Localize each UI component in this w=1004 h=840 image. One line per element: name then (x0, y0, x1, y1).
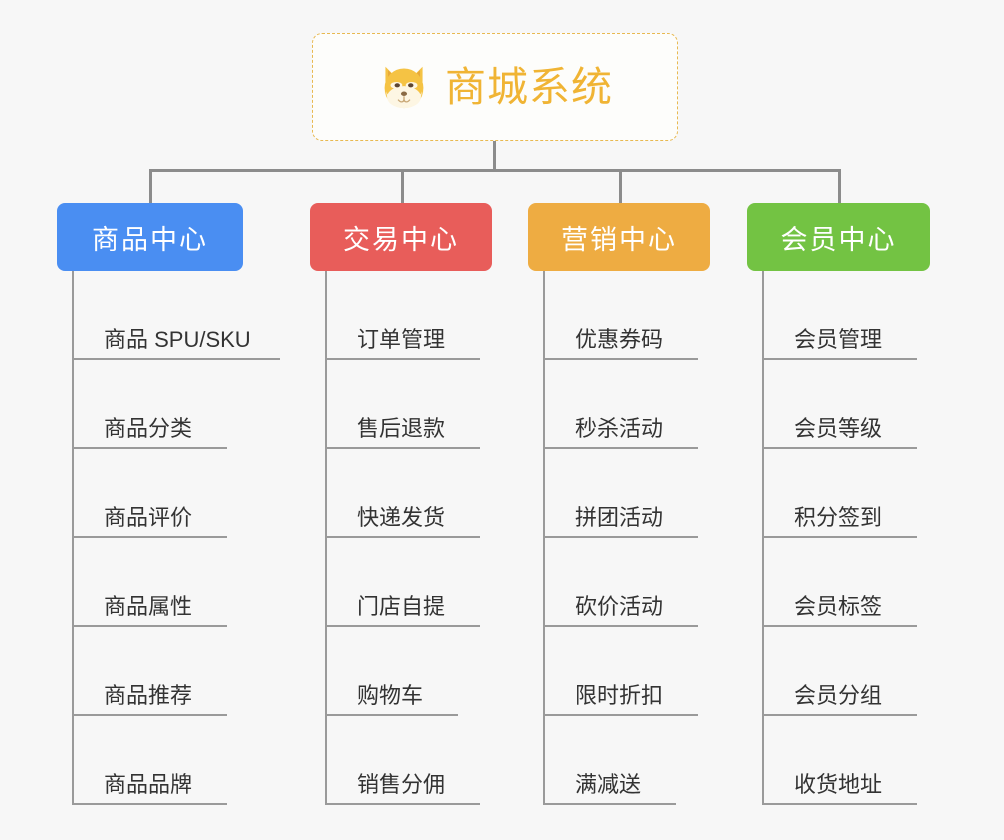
leaf-item[interactable]: 限时折扣 (528, 627, 710, 716)
leaf-item-label: 收货地址 (794, 772, 883, 797)
leaf-list-4: 会员管理会员等级积分签到会员标签会员分组收货地址 (747, 271, 930, 805)
leaf-item-underline (325, 803, 480, 805)
leaf-item[interactable]: 商品品牌 (57, 716, 243, 805)
branch-trunk-line (543, 271, 545, 805)
branch-trunk-line (762, 271, 764, 805)
leaf-item-label: 秒杀活动 (575, 416, 664, 441)
leaf-list-3: 优惠券码秒杀活动拼团活动砍价活动限时折扣满减送 (528, 271, 710, 805)
leaf-item-label: 限时折扣 (575, 683, 664, 708)
leaf-item[interactable]: 购物车 (310, 627, 492, 716)
leaf-item-label: 商品品牌 (104, 772, 193, 797)
leaf-item[interactable]: 快递发货 (310, 449, 492, 538)
leaf-item-label: 会员分组 (794, 683, 883, 708)
connector-drop-2 (401, 169, 404, 203)
connector-drop-3 (619, 169, 622, 203)
leaf-item-label: 满减送 (575, 772, 642, 797)
root-title: 商城系统 (445, 63, 613, 110)
leaf-item-underline (72, 447, 227, 449)
branch-column-4: 会员中心会员管理会员等级积分签到会员标签会员分组收货地址 (747, 203, 930, 805)
category-box-2[interactable]: 交易中心 (310, 203, 492, 271)
leaf-item-underline (762, 714, 917, 716)
category-box-3[interactable]: 营销中心 (528, 203, 710, 271)
leaf-item[interactable]: 商品 SPU/SKU (57, 271, 280, 360)
leaf-item-underline (543, 358, 698, 360)
leaf-item-label: 商品分类 (104, 416, 193, 441)
leaf-item[interactable]: 积分签到 (747, 449, 930, 538)
leaf-item-underline (543, 536, 698, 538)
leaf-item-underline (543, 803, 676, 805)
leaf-item-label: 售后退款 (357, 416, 446, 441)
connector-bus (150, 169, 840, 172)
leaf-item-label: 销售分佣 (357, 772, 446, 797)
leaf-item-underline (543, 625, 698, 627)
leaf-item[interactable]: 收货地址 (747, 716, 930, 805)
leaf-item[interactable]: 商品属性 (57, 538, 243, 627)
leaf-item-underline (72, 625, 227, 627)
leaf-item-underline (325, 447, 480, 449)
leaf-item[interactable]: 会员管理 (747, 271, 930, 360)
leaf-item[interactable]: 满减送 (528, 716, 710, 805)
leaf-item-underline (72, 714, 227, 716)
leaf-item-label: 订单管理 (357, 327, 446, 352)
leaf-item[interactable]: 售后退款 (310, 360, 492, 449)
leaf-item-label: 商品 SPU/SKU (104, 327, 251, 352)
branch-column-1: 商品中心商品 SPU/SKU 商品分类商品评价商品属性商品推荐商品品牌 (57, 203, 280, 805)
connector-drop-4 (838, 169, 841, 203)
leaf-item[interactable]: 门店自提 (310, 538, 492, 627)
leaf-item-label: 购物车 (357, 683, 424, 708)
leaf-list-1: 商品 SPU/SKU 商品分类商品评价商品属性商品推荐商品品牌 (57, 271, 280, 805)
leaf-item-label: 门店自提 (357, 594, 446, 619)
leaf-item-label: 商品评价 (104, 505, 193, 530)
leaf-item-label: 优惠券码 (575, 327, 664, 352)
leaf-item-label: 拼团活动 (575, 505, 664, 530)
leaf-item[interactable]: 会员分组 (747, 627, 930, 716)
leaf-item-label: 商品推荐 (104, 683, 193, 708)
branch-trunk-line (72, 271, 74, 805)
leaf-item-underline (72, 536, 227, 538)
leaf-item-underline (543, 714, 698, 716)
shiba-dog-face-icon (377, 60, 431, 114)
leaf-item-underline (762, 536, 917, 538)
category-box-4[interactable]: 会员中心 (747, 203, 930, 271)
leaf-item[interactable]: 秒杀活动 (528, 360, 710, 449)
leaf-item-underline (72, 803, 227, 805)
leaf-item-underline (762, 358, 917, 360)
branch-column-2: 交易中心订单管理售后退款快递发货门店自提购物车销售分佣 (310, 203, 492, 805)
leaf-item[interactable]: 订单管理 (310, 271, 492, 360)
leaf-item-underline (72, 358, 280, 360)
leaf-item-underline (325, 625, 480, 627)
leaf-item-underline (762, 625, 917, 627)
leaf-item-underline (543, 447, 698, 449)
leaf-item[interactable]: 商品评价 (57, 449, 243, 538)
category-box-1[interactable]: 商品中心 (57, 203, 243, 271)
leaf-item[interactable]: 销售分佣 (310, 716, 492, 805)
branch-column-3: 营销中心优惠券码秒杀活动拼团活动砍价活动限时折扣满减送 (528, 203, 710, 805)
leaf-item-label: 砍价活动 (575, 594, 664, 619)
leaf-item[interactable]: 会员标签 (747, 538, 930, 627)
root-node[interactable]: 商城系统 (312, 33, 678, 141)
leaf-item-underline (325, 358, 480, 360)
leaf-item-label: 会员等级 (794, 416, 883, 441)
connector-drop-1 (149, 169, 152, 203)
branch-trunk-line (325, 271, 327, 805)
leaf-item-label: 商品属性 (104, 594, 193, 619)
leaf-item-underline (325, 536, 480, 538)
leaf-item-label: 快递发货 (357, 505, 446, 530)
leaf-item[interactable]: 砍价活动 (528, 538, 710, 627)
leaf-item[interactable]: 商品推荐 (57, 627, 243, 716)
leaf-list-2: 订单管理售后退款快递发货门店自提购物车销售分佣 (310, 271, 492, 805)
leaf-item[interactable]: 拼团活动 (528, 449, 710, 538)
leaf-item-underline (325, 714, 458, 716)
leaf-item-underline (762, 803, 917, 805)
leaf-item-label: 会员管理 (794, 327, 883, 352)
leaf-item-underline (762, 447, 917, 449)
leaf-item-label: 积分签到 (794, 505, 883, 530)
leaf-item[interactable]: 商品分类 (57, 360, 243, 449)
leaf-item[interactable]: 会员等级 (747, 360, 930, 449)
leaf-item-label: 会员标签 (794, 594, 883, 619)
leaf-item[interactable]: 优惠券码 (528, 271, 710, 360)
connector-stem (493, 141, 496, 171)
